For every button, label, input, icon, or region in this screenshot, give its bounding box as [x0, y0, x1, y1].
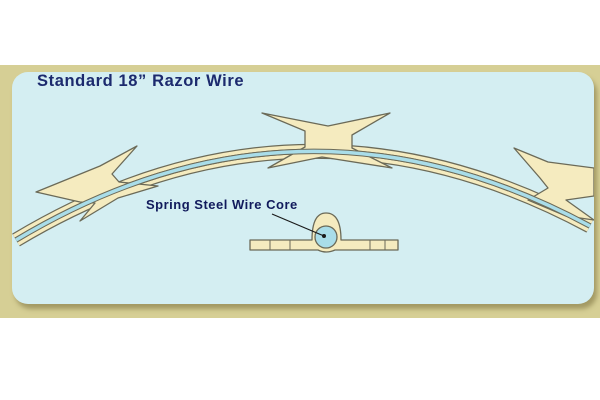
- cross-section-core: [314, 225, 338, 249]
- wire-cross-section: [249, 212, 399, 253]
- core-callout-label: Spring Steel Wire Core: [146, 197, 298, 212]
- core-leader-line: [271, 213, 325, 237]
- diagram-title: Standard 18” Razor Wire: [37, 72, 245, 90]
- barb-right: [513, 147, 594, 221]
- barb-top-center: [261, 112, 393, 169]
- core-leader-dot: [322, 234, 326, 238]
